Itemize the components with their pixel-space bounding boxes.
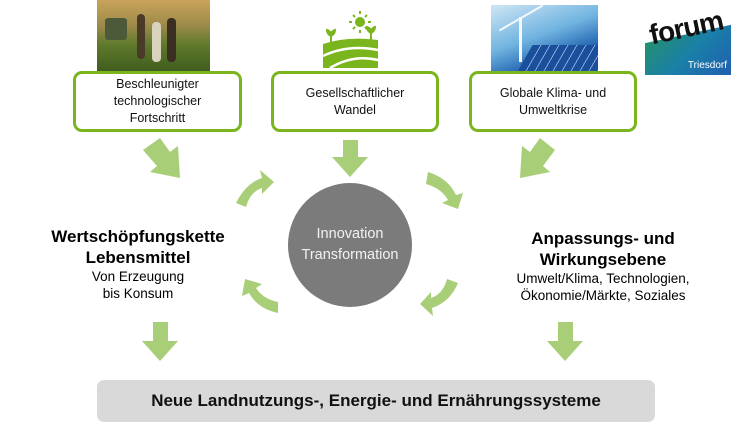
left-title-1: Wertschöpfungskette bbox=[51, 227, 225, 246]
left-sub-1: Von Erzeugung bbox=[91, 269, 185, 284]
logo-sub: Triesdorf bbox=[687, 60, 727, 71]
right-sub-2: Ökonomie/Märkte, Soziales bbox=[520, 288, 686, 303]
driver-label-line: Fortschritt bbox=[129, 111, 186, 125]
driver-label-line: Umweltkrise bbox=[518, 102, 588, 117]
outcome-label: Neue Landnutzungs-, Energie- und Ernähru… bbox=[151, 391, 601, 410]
arrow-down-left-driver bbox=[143, 138, 180, 178]
left-block: Wertschöpfungskette Lebensmittel Von Erz… bbox=[18, 226, 258, 302]
outcome-bar: Neue Landnutzungs-, Energie- und Ernähru… bbox=[97, 380, 655, 422]
arrow-cycle-top-left bbox=[236, 170, 274, 207]
arrow-cycle-bottom-right bbox=[420, 279, 458, 316]
arrow-down-right-bottom bbox=[547, 322, 583, 361]
right-block: Anpassungs- und Wirkungsebene Umwelt/Kli… bbox=[478, 228, 728, 304]
driver-label-line: technologischer bbox=[113, 94, 202, 108]
arrow-down-left-bottom bbox=[142, 322, 178, 361]
farmers-field-photo bbox=[97, 0, 210, 74]
right-sub-1: Umwelt/Klima, Technologien, bbox=[516, 271, 690, 286]
driver-label-line: Wandel bbox=[334, 102, 376, 117]
center-line-1: Innovation bbox=[316, 226, 384, 242]
center-line-2: Transformation bbox=[301, 247, 399, 263]
landscape-sun-icon bbox=[322, 11, 379, 70]
innovation-circle: Innovation Transformation bbox=[288, 183, 412, 307]
right-title-2: Wirkungsebene bbox=[539, 250, 667, 269]
left-sub-2: bis Konsum bbox=[102, 286, 174, 301]
left-title-2: Lebensmittel bbox=[85, 248, 191, 267]
arrow-cycle-bottom-left bbox=[242, 279, 278, 313]
forum-triesdorf-logo: forum Triesdorf bbox=[632, 0, 735, 75]
driver-label-line: Beschleunigter bbox=[116, 77, 199, 91]
arrow-down-center-driver bbox=[332, 140, 368, 177]
driver-label-line: Globale Klima- und bbox=[499, 85, 607, 100]
arrow-down-right-driver bbox=[520, 138, 555, 178]
right-title-1: Anpassungs- und bbox=[531, 229, 675, 248]
driver-label-line: Gesellschaftlicher bbox=[305, 85, 405, 100]
arrow-cycle-top-right bbox=[426, 172, 463, 209]
wind-solar-photo bbox=[491, 5, 598, 73]
